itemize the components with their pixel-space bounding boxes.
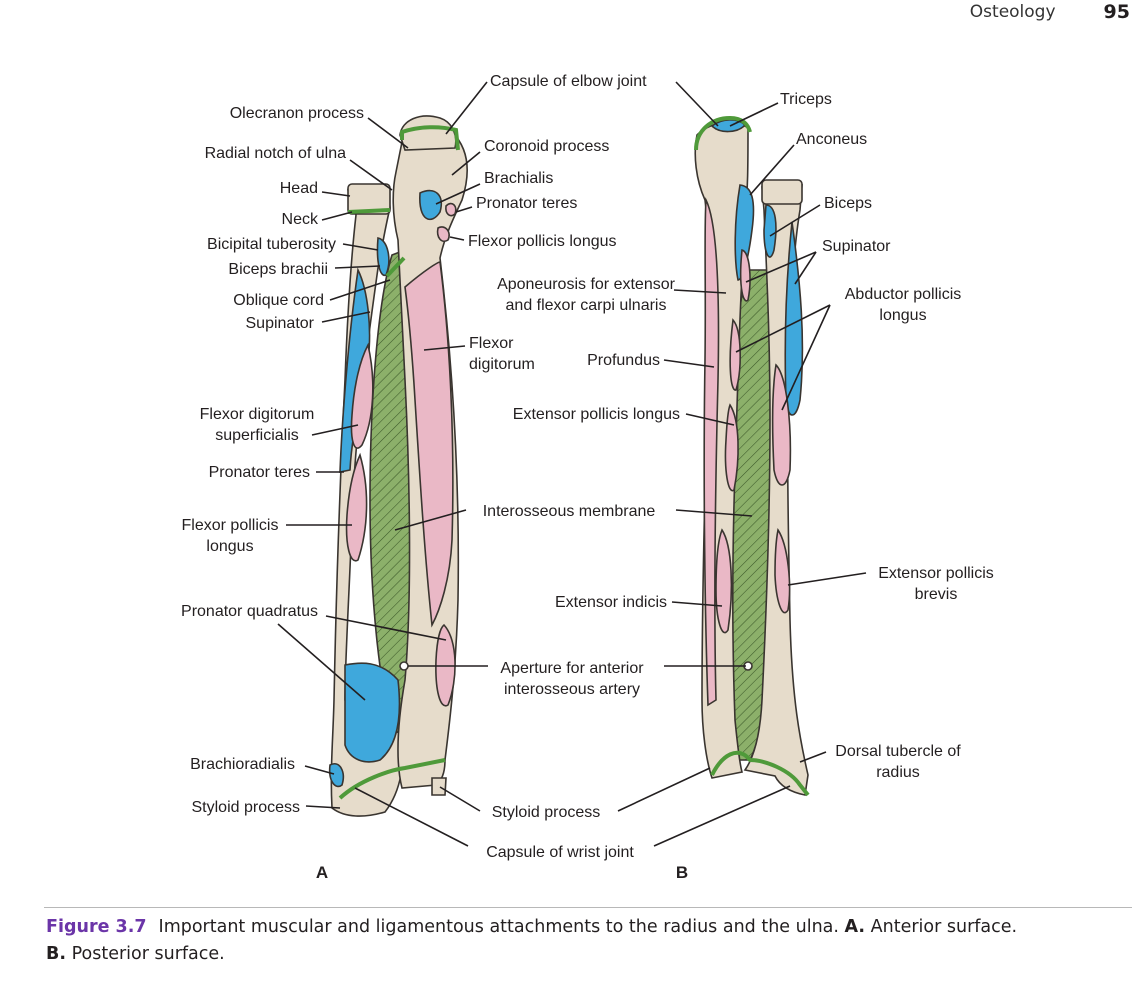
label-bicipital-tuberosity: Bicipital tuberosity <box>207 236 336 253</box>
figure-caption: Figure 3.7 Important muscular and ligamen… <box>46 914 1106 968</box>
supinator-insertion-a <box>339 267 371 473</box>
label-coronoid: Coronoid process <box>484 138 609 155</box>
label-olecranon: Olecranon process <box>230 105 364 122</box>
label-fpl-a-2: longus <box>206 538 253 555</box>
label-brachioradialis: Brachioradialis <box>190 756 295 773</box>
aperture-anterior-interosseous-a <box>399 661 409 671</box>
pronator-teres-insertion-top <box>445 202 457 217</box>
radial-head-b <box>761 179 803 205</box>
label-aperture-1: Aperture for anterior <box>500 660 644 677</box>
section-title: Osteology <box>969 2 1056 22</box>
label-extensor-indicis: Extensor indicis <box>555 594 667 611</box>
abductor-pollicis-longus-origin <box>771 363 792 486</box>
annular-neck-line <box>347 208 391 214</box>
biceps-posterior <box>763 204 777 258</box>
label-epb-2: brevis <box>915 586 958 603</box>
caption-text-b: Posterior surface. <box>71 944 225 964</box>
label-dorsal-tubercle-2: radius <box>876 764 920 781</box>
brachioradialis-insertion <box>328 763 345 788</box>
label-fpl-a-1: Flexor pollicis <box>182 517 279 534</box>
aponeurosis-flexor-strip <box>703 196 720 707</box>
capsule-of-wrist-b <box>710 750 810 797</box>
label-capsule-elbow: Capsule of elbow joint <box>490 73 647 90</box>
label-fds-1: Flexor digitorum <box>200 406 315 423</box>
label-fds-2: superficialis <box>215 427 299 444</box>
label-aponeurosis-1: Aponeurosis for extensor <box>497 276 676 293</box>
fpl-origin-top <box>436 226 450 243</box>
page-header: Osteology 95 <box>970 0 1130 24</box>
page-number: 95 <box>1103 1 1130 23</box>
ulnar-styloid-a <box>431 777 447 796</box>
supinator-insertion-b <box>784 221 804 416</box>
label-epb-1: Extensor pollicis <box>878 565 994 582</box>
label-oblique-cord: Oblique cord <box>233 292 324 309</box>
caption-text-a: Anterior surface. <box>870 917 1018 937</box>
profundus-origin-b <box>729 318 741 391</box>
label-abductor-2: longus <box>879 307 926 324</box>
label-biceps-b: Biceps <box>824 195 872 212</box>
label-flexor-digitorum-2: digitorum <box>469 356 535 373</box>
label-capsule-wrist: Capsule of wrist joint <box>486 844 634 861</box>
label-brachialis: Brachialis <box>484 170 553 187</box>
caption-marker-b: B. <box>46 944 66 964</box>
leader-lines <box>277 81 867 847</box>
extensor-pollicis-brevis-origin <box>774 527 791 614</box>
label-flexor-digitorum-1: Flexor <box>469 335 514 352</box>
label-supinator-a: Supinator <box>246 315 315 332</box>
label-triceps: Triceps <box>780 91 832 108</box>
label-interosseous: Interosseous membrane <box>483 503 656 520</box>
caption-divider <box>44 907 1132 908</box>
labels: Capsule of elbow joint Olecranon process… <box>181 73 994 882</box>
flexor-digitorum-origin <box>404 261 454 628</box>
radial-head-a <box>347 183 391 215</box>
label-head: Head <box>280 180 318 197</box>
capsule-of-wrist-a <box>338 758 446 800</box>
label-biceps-brachii: Biceps brachii <box>228 261 328 278</box>
figure-number: Figure 3.7 <box>46 917 147 937</box>
brachialis-insertion <box>419 189 442 221</box>
biceps-brachii-insertion <box>376 237 390 277</box>
oblique-cord-band <box>385 256 406 278</box>
label-profundus: Profundus <box>587 352 660 369</box>
label-dorsal-tubercle-1: Dorsal tubercle of <box>835 743 961 760</box>
label-aponeurosis-2: and flexor carpi ulnaris <box>506 297 667 314</box>
label-pronator-quadratus: Pronator quadratus <box>181 603 318 620</box>
panel-label-a: A <box>316 863 328 882</box>
extensor-indicis-origin <box>715 528 733 634</box>
label-aperture-2: interosseous artery <box>504 681 640 698</box>
caption-marker-a: A. <box>844 917 866 937</box>
fds-origin <box>350 342 374 449</box>
caption-text: Important muscular and ligamentous attac… <box>158 917 839 937</box>
panel-label-b: B <box>676 863 688 882</box>
capsule-of-elbow-a <box>400 125 460 151</box>
label-supinator-b: Supinator <box>822 238 891 255</box>
label-styloid-b: Styloid process <box>492 804 601 821</box>
label-radial-notch: Radial notch of ulna <box>205 145 347 162</box>
label-pronator-teres-top: Pronator teres <box>476 195 577 212</box>
label-styloid-a: Styloid process <box>192 799 301 816</box>
label-anconeus: Anconeus <box>796 131 867 148</box>
posterior-view-diagram <box>694 115 810 797</box>
anterior-view-diagram <box>328 115 468 817</box>
label-epl: Extensor pollicis longus <box>513 406 680 423</box>
capsule-of-elbow-b <box>694 115 752 151</box>
label-abductor-1: Abductor pollicis <box>845 286 962 303</box>
label-neck: Neck <box>282 211 319 228</box>
supinator-origin-b <box>739 248 751 302</box>
fpl-origin-a <box>345 452 368 562</box>
pronator-quadratus-insertion <box>344 662 401 763</box>
forearm-bones-figure: Capsule of elbow joint Olecranon process… <box>181 73 994 882</box>
extensor-pollicis-longus-origin <box>724 403 739 492</box>
label-fpl-top: Flexor pollicis longus <box>468 233 617 250</box>
label-pronator-teres-a: Pronator teres <box>209 464 310 481</box>
